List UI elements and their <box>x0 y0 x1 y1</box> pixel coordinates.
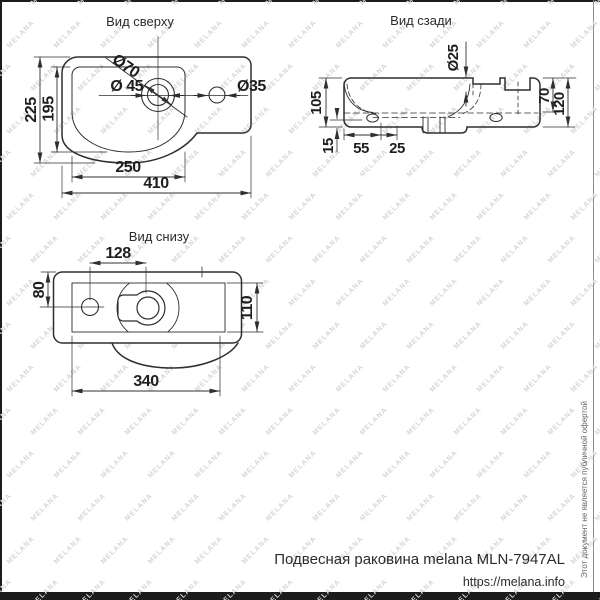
bowl-profile-left <box>343 81 374 113</box>
top-view-title: Вид сверху <box>106 14 174 29</box>
dim-110: 110 <box>239 295 256 320</box>
dim-diameter-25: Ø25 <box>445 44 462 71</box>
dim-h120: 120 <box>551 92 568 116</box>
dim-h70: 70 <box>536 88 553 104</box>
bottom-view-drawing: Вид снизу 128 80 110 340 <box>31 229 264 397</box>
bowl-silhouette <box>111 342 239 369</box>
dim-width-inner: 250 <box>115 159 141 176</box>
faucet-hole-inner-circle <box>146 83 170 107</box>
dim-width-outer: 410 <box>143 175 169 192</box>
dim-128: 128 <box>105 245 131 262</box>
bowl-profile-right <box>447 83 471 118</box>
dim-b55: 55 <box>353 140 369 157</box>
product-caption: Подвесная раковина melana MLN-7947AL <box>274 551 565 568</box>
dim-height-left: 105 <box>308 91 325 115</box>
frame-border-left <box>0 0 2 600</box>
top-view-drawing: Вид сверху Ø70 Ø 45 Ø35 225 195 <box>23 14 267 199</box>
dim-diameter-45: Ø 45 <box>110 78 143 95</box>
bowl-dome-arc <box>116 283 180 332</box>
frame-border-right <box>593 0 594 592</box>
dia70-arrow-a <box>144 84 159 96</box>
dim-height-inner: 195 <box>41 96 58 122</box>
drain-inner-circle <box>136 296 160 320</box>
top-view-outer-outline <box>61 56 252 164</box>
dia70-arrow-b <box>157 94 172 106</box>
dim-b25: 25 <box>389 140 405 157</box>
dim-b15: 15 <box>320 138 337 154</box>
website-link[interactable]: https://melana.info <box>462 575 565 589</box>
mounting-hole <box>489 113 503 122</box>
drain-keyhole-outline <box>117 290 166 326</box>
back-view-drawing: Вид сзади Ø25 105 70 12 <box>308 13 577 157</box>
dim-340: 340 <box>133 373 159 390</box>
back-view-title: Вид сзади <box>390 13 452 28</box>
dim-80: 80 <box>31 281 48 298</box>
top-view-basin-outline <box>71 66 186 153</box>
dim-height-outer: 225 <box>23 97 40 123</box>
side-hole-circle <box>208 86 226 104</box>
bottom-view-title: Вид снизу <box>129 229 190 244</box>
back-view-outline <box>343 77 541 134</box>
bowl-profile-right-hidden <box>461 83 482 115</box>
frame-border-bottom <box>0 592 600 600</box>
bottom-view-inner-rect <box>71 282 226 333</box>
dim-diameter-35: Ø35 <box>237 78 266 95</box>
disclaimer-vertical-text: Этот документ не является публичной офер… <box>580 401 589 578</box>
overflow-hole <box>366 113 379 123</box>
bowl-profile-left-hidden <box>346 83 380 115</box>
frame-border-top <box>0 0 600 2</box>
